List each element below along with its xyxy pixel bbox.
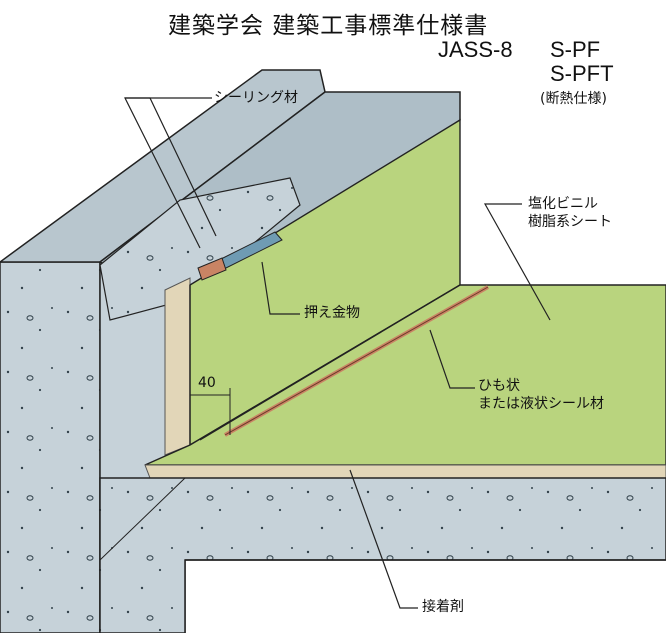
label-pvc-sheet-2: 樹脂系シート <box>528 214 612 230</box>
adhesive-floor <box>144 464 666 479</box>
dimension-label: 40 <box>198 375 216 391</box>
label-adhesive: 接着剤 <box>422 599 464 615</box>
label-sealing: シーリング材 <box>214 90 298 106</box>
leader-lines <box>124 97 551 609</box>
spec-code-1: S-PF <box>550 37 601 62</box>
label-string-seal-1: ひも状 <box>478 378 520 394</box>
sealing-bead <box>197 257 227 281</box>
parapet-cut-face <box>99 177 301 321</box>
label-pvc-sheet-1: 塩化ビニル <box>528 196 598 212</box>
spec-note: (断熱仕様) <box>540 91 607 107</box>
wall-side-face <box>0 261 101 634</box>
spec-code-2: S-PFT <box>550 61 614 86</box>
parapet-top <box>0 69 326 263</box>
title: 建築学会 建築工事標準仕様書 <box>168 13 489 39</box>
standard-code: JASS-8 <box>438 37 513 62</box>
label-string-seal-2: または液状シール材 <box>478 396 604 412</box>
adhesive-wall <box>164 277 191 456</box>
label-pressing-bar: 押え金物 <box>304 305 360 321</box>
